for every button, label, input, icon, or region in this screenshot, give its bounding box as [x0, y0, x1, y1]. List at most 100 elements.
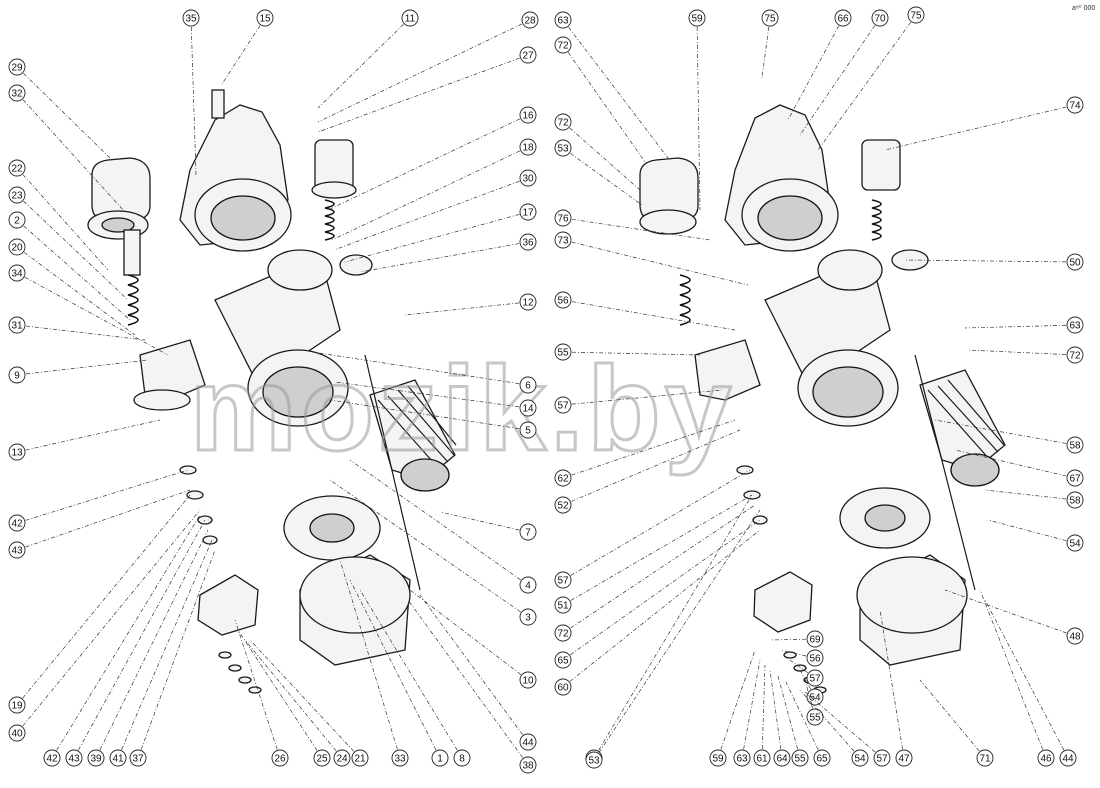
left-callout-ring	[8, 724, 26, 742]
fork-lever-right	[694, 339, 761, 401]
right-callout-number: 72	[557, 118, 569, 129]
right-callout-number: 57	[809, 674, 821, 685]
right-callout-ring	[554, 113, 572, 131]
left-leader-line	[419, 594, 529, 743]
right-callout-ring	[895, 749, 913, 767]
left-callout-ring	[391, 749, 409, 767]
left-callout-ring	[519, 376, 537, 394]
left-callout-number: 13	[11, 448, 23, 459]
right-callout-number: 58	[1069, 441, 1081, 452]
left-leader-line	[359, 241, 529, 273]
left-leader-line	[16, 509, 201, 734]
left-callout-ring	[351, 749, 369, 767]
left-callout-ring	[519, 523, 537, 541]
left-leader-line	[244, 639, 343, 759]
left-callout-ring	[8, 84, 26, 102]
left-callout-ring	[8, 58, 26, 76]
left-callout-ring	[8, 366, 26, 384]
left-leader-line	[333, 177, 529, 251]
right-callout-number: 73	[557, 236, 569, 247]
right-callout-ring	[554, 139, 572, 157]
right-callout-ring	[761, 9, 779, 27]
right-leader-line	[562, 419, 736, 479]
right-leader-line	[799, 689, 861, 759]
right-leader-line	[884, 104, 1076, 151]
right-callout-ring	[554, 596, 572, 614]
right-callout-number: 61	[756, 754, 768, 765]
right-callout-number: 57	[557, 401, 569, 412]
right-callout-ring	[806, 630, 824, 648]
left-callout-ring	[519, 576, 537, 594]
left-callout-number: 25	[316, 754, 328, 765]
right-callout-number: 52	[557, 501, 569, 512]
right-callout-ring	[554, 571, 572, 589]
left-callout-ring	[87, 749, 105, 767]
left-leader-line	[404, 301, 529, 316]
right-callout-number: 72	[557, 629, 569, 640]
drive-pinion	[311, 139, 373, 276]
right-callout-number: 63	[557, 16, 569, 27]
right-leader-line	[761, 17, 771, 79]
right-leader-line	[817, 14, 917, 151]
right-callout-ring	[1066, 491, 1084, 509]
drive-pinion-right	[861, 139, 929, 271]
left-callout-ring	[182, 9, 200, 27]
left-leader-line	[349, 579, 441, 759]
left-leader-line	[16, 324, 146, 341]
left-callout-ring	[401, 9, 419, 27]
right-leader-line	[799, 17, 881, 136]
right-callout-ring	[753, 749, 771, 767]
right-leader-line	[984, 599, 1069, 759]
intermediate-bracket-right	[753, 571, 813, 633]
right-callout-ring	[1066, 436, 1084, 454]
right-callout-ring	[1059, 749, 1077, 767]
left-callout-ring	[129, 749, 147, 767]
left-leader-line	[359, 589, 463, 759]
left-callout-number: 32	[11, 89, 23, 100]
right-leader-line	[593, 509, 761, 761]
right-callout-number: 47	[898, 754, 910, 765]
left-callout-number: 43	[11, 546, 23, 557]
left-callout-ring	[519, 138, 537, 156]
left-callout-number: 39	[90, 754, 102, 765]
left-leader-line	[16, 92, 126, 213]
right-callout-ring	[554, 291, 572, 309]
right-callout-number: 59	[691, 14, 703, 25]
right-leader-line	[769, 669, 783, 759]
left-leader-line	[16, 494, 191, 706]
right-callout-number: 57	[876, 754, 888, 765]
left-callout-ring	[8, 541, 26, 559]
right-leader-line	[562, 529, 761, 688]
right-callout-number: 76	[557, 214, 569, 225]
left-callout-number: 40	[11, 729, 23, 740]
left-leader-line	[237, 629, 323, 759]
right-leader-line	[964, 324, 1076, 329]
right-leader-line	[717, 649, 756, 759]
commutator-end-cover-right	[856, 554, 968, 666]
right-leader-line	[789, 659, 816, 679]
right-callout-ring	[806, 688, 824, 706]
left-callout-ring	[109, 749, 127, 767]
left-callout-ring	[43, 749, 61, 767]
right-callout-number: 51	[557, 601, 569, 612]
left-callout-ring	[8, 443, 26, 461]
right-leader-line	[804, 691, 883, 759]
right-leader-line	[779, 649, 816, 659]
right-leader-line	[761, 664, 766, 759]
right-leader-line	[787, 17, 844, 121]
left-leader-line	[331, 146, 529, 241]
left-callout-ring	[519, 169, 537, 187]
right-callout-ring	[1066, 627, 1084, 645]
left-callout-ring	[256, 9, 274, 27]
right-callout-number: 65	[816, 754, 828, 765]
right-leader-line	[919, 679, 986, 759]
right-callout-number: 63	[1069, 321, 1081, 332]
right-callout-ring	[1066, 316, 1084, 334]
right-callout-ring	[834, 9, 852, 27]
right-leader-line	[562, 299, 736, 331]
left-leader-line	[317, 19, 531, 123]
left-leader-line	[16, 66, 111, 159]
right-leader-line	[904, 259, 1076, 263]
